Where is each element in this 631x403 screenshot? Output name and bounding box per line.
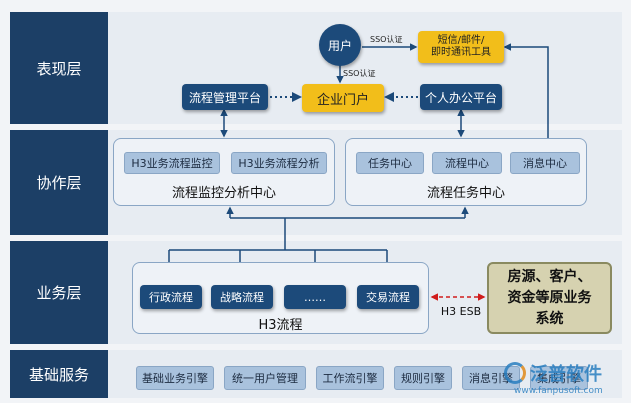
legacy-business-systems: 房源、客户、 资金等原业务 系统 [487, 262, 612, 334]
sso-label-portal: SSO认证 [343, 69, 376, 78]
service-item-2: 工作流引擎 [316, 366, 384, 390]
h3-process-title: H3流程 [258, 318, 303, 333]
service-item-5: 集成引擎 [530, 366, 588, 390]
business-item-1: 战略流程 [211, 285, 273, 309]
task-center-title: 流程任务中心 [426, 186, 505, 201]
task-item-0: 任务中心 [356, 152, 424, 174]
sso-label-top: SSO认证 [370, 35, 403, 44]
personal-office-platform: 个人办公平台 [420, 84, 502, 110]
business-item-2: …… [284, 285, 346, 309]
process-management-platform: 流程管理平台 [182, 84, 268, 110]
watermark-logo: 泛普软件 www.fanpusoft.com [504, 358, 622, 400]
watermark-text: 泛普软件 [530, 364, 602, 385]
service-item-1: 统一用户管理 [224, 366, 306, 390]
watermark-mark-icon [504, 362, 526, 384]
service-item-3: 规则引擎 [394, 366, 452, 390]
user-node: 用户 [319, 24, 361, 66]
layer-label-business: 业务层 [10, 241, 108, 344]
monitor-item-0: H3业务流程监控 [124, 152, 220, 174]
layer-label-collaboration: 协作层 [10, 130, 108, 235]
task-item-2: 消息中心 [510, 152, 580, 174]
esb-label: H3 ESB [440, 305, 482, 318]
watermark-url: www.fanpusoft.com [514, 386, 603, 396]
layer-label-foundation: 基础服务 [10, 350, 108, 398]
business-item-0: 行政流程 [140, 285, 202, 309]
service-item-4: 消息引擎 [462, 366, 520, 390]
business-item-3: 交易流程 [357, 285, 419, 309]
enterprise-portal: 企业门户 [302, 84, 384, 112]
monitor-center-title: 流程监控分析中心 [171, 186, 276, 201]
messaging-tools-box: 短信/邮件/ 即时通讯工具 [418, 31, 504, 63]
monitor-item-1: H3业务流程分析 [231, 152, 327, 174]
service-item-0: 基础业务引擎 [136, 366, 214, 390]
layer-label-presentation: 表现层 [10, 12, 108, 124]
task-item-1: 流程中心 [432, 152, 502, 174]
